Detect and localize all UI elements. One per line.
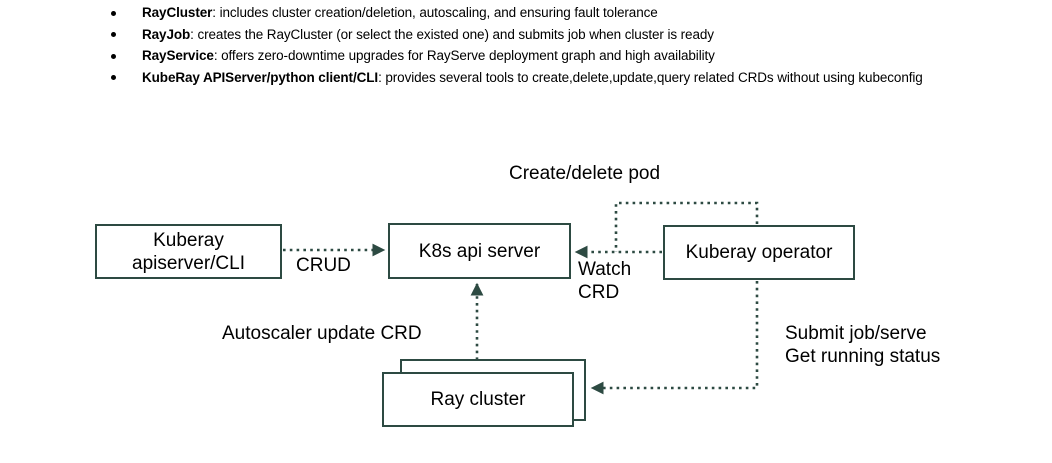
bullet-text: : offers zero-downtime upgrades for RayS… (213, 48, 715, 63)
edge-label-watch-crd: Watch CRD (578, 259, 632, 303)
node-ray-cluster[interactable]: Ray cluster (382, 372, 574, 427)
bullet-term: RayService (142, 48, 214, 63)
bullet-term: RayCluster (142, 5, 213, 20)
list-item: RayJob: creates the RayCluster (or selec… (108, 24, 938, 46)
bullet-text: : provides several tools to create,delet… (378, 69, 923, 85)
list-item: RayCluster: includes cluster creation/de… (108, 2, 938, 24)
edge-label-autoscaler-update-crd: Autoscaler update CRD (222, 323, 422, 344)
edge-label-create-delete-pod: Create/delete pod (509, 163, 661, 184)
edge-label-submit-job: Submit job/serve Get running status (785, 323, 941, 367)
bullet-list: RayCluster: includes cluster creation/de… (108, 2, 938, 88)
list-item: RayService: offers zero-downtime upgrade… (108, 45, 938, 67)
bullet-text: : creates the RayCluster (or select the … (190, 26, 714, 42)
bullet-term: RayJob (142, 26, 191, 42)
node-k8s-api-server[interactable]: K8s api server (388, 223, 571, 279)
node-kuberay-apiserver-cli[interactable]: Kuberay apiserver/CLI (95, 224, 282, 279)
bullet-term: KubeRay APIServer/python client/CLI (142, 69, 379, 85)
bullet-text: : includes cluster creation/deletion, au… (212, 5, 658, 20)
node-kuberay-operator[interactable]: Kuberay operator (663, 225, 855, 280)
list-item: KubeRay APIServer/python client/CLI: pro… (108, 67, 938, 89)
edge-label-crud: CRUD (296, 255, 351, 276)
